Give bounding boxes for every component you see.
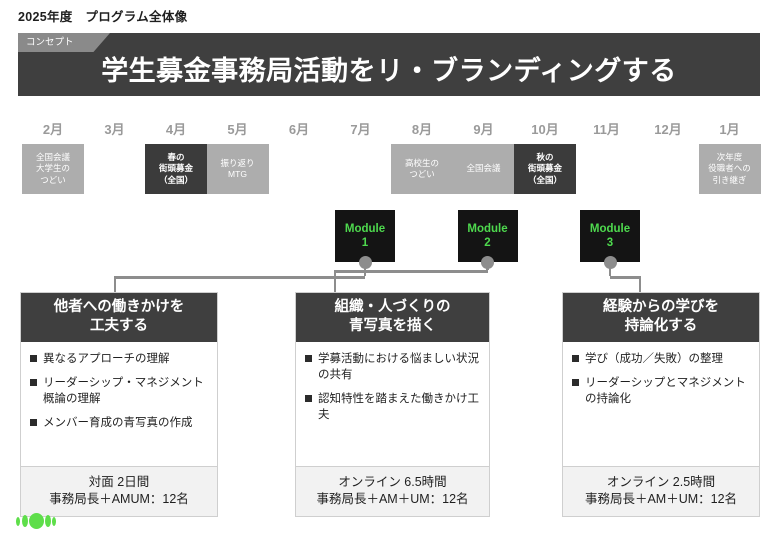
module-connector-knob-3: [603, 256, 617, 269]
module-label: Module: [467, 223, 508, 235]
program-card-3: 経験からの学びを持論化する学び（成功／失敗）の整理リーダーシップとマネジメントの…: [562, 292, 760, 517]
event-chip-2: 春の街頭募金（全国）: [145, 144, 207, 194]
card-bullet-item: リーダーシップ・マネジメント概論の理解: [30, 375, 209, 407]
bullet-square-icon: [30, 379, 37, 386]
card-footer-2: オンライン 6.5時間事務局長＋AM＋UM：12名: [296, 466, 489, 516]
card-bullet-item: 異なるアプローチの理解: [30, 351, 209, 367]
connector-drop-2: [486, 268, 489, 270]
card-bullet-list-3: 学び（成功／失敗）の整理リーダーシップとマネジメントの持論化: [563, 342, 759, 466]
module-label: Module: [344, 223, 386, 235]
bullet-text: 認知特性を踏まえた働きかけ工夫: [318, 393, 479, 421]
module-box-2: Module 2: [457, 210, 518, 262]
month-label-6: 7月: [350, 122, 371, 137]
brand-mark-icon: [16, 513, 56, 529]
event-chip-6: 秋の街頭募金（全国）: [514, 144, 576, 194]
month-label-1: 2月: [42, 122, 64, 137]
month-label-5: 6月: [288, 122, 310, 137]
bullet-square-icon: [305, 395, 312, 402]
bullet-text: リーダーシップ・マネジメント概論の理解: [43, 377, 204, 405]
card-footer-1: 対面 2日間事務局長＋AMUM：12名: [21, 466, 217, 516]
card-heading-1: 他者への働きかけを工夫する: [21, 293, 217, 342]
event-chip-1: 全国会議大学生のつどい: [22, 144, 84, 194]
bullet-square-icon: [30, 355, 37, 362]
concept-banner: 学生募金事務局活動をリ・ブランディングする コンセプト: [18, 33, 760, 96]
card-bullet-item: メンバー育成の青写真の作成: [30, 415, 209, 431]
card-bullet-list-1: 異なるアプローチの理解リーダーシップ・マネジメント概論の理解メンバー育成の青写真…: [21, 342, 217, 466]
program-card-2: 組織・人づくりの青写真を描く学募活動における悩ましい状況の共有認知特性を踏まえた…: [295, 292, 490, 517]
card-heading-3: 経験からの学びを持論化する: [563, 293, 759, 342]
card-bullet-item: 認知特性を踏まえた働きかけ工夫: [305, 391, 481, 423]
card-footer-3: オンライン 2.5時間事務局長＋AM＋UM：12名: [563, 466, 759, 516]
module-box-1: Module 1: [335, 210, 395, 262]
month-label-8: 9月: [473, 122, 494, 137]
month-label-2: 3月: [104, 122, 125, 137]
module-number: 3: [606, 237, 614, 249]
module-box-3: Module 3: [580, 210, 640, 262]
card-bullet-item: 学募活動における悩ましい状況の共有: [305, 351, 481, 383]
bullet-text: 学び（成功／失敗）の整理: [585, 353, 723, 365]
card-bullet-item: 学び（成功／失敗）の整理: [572, 351, 751, 367]
connector-entry-3: [638, 276, 642, 292]
module-connector-knob-1: [358, 256, 372, 269]
event-chip-7: 次年度役職者への引き継ぎ: [698, 144, 761, 194]
card-heading-2: 組織・人づくりの青写真を描く: [296, 293, 489, 342]
bullet-text: 学募活動における悩ましい状況の共有: [318, 353, 479, 381]
module-label: Module: [589, 223, 631, 235]
bullet-square-icon: [572, 355, 579, 362]
bullet-square-icon: [572, 379, 579, 386]
month-label-10: 11月: [593, 122, 620, 137]
program-card-1: 他者への働きかけを工夫する異なるアプローチの理解リーダーシップ・マネジメント概論…: [20, 292, 218, 517]
month-axis: 2月 3月 4月 5月 6月 7月 8月 9月 10月 11月 12月 1月: [0, 119, 779, 139]
bullet-square-icon: [30, 419, 37, 426]
month-label-12: 1月: [719, 122, 740, 137]
bullet-text: 異なるアプローチの理解: [43, 353, 170, 365]
module-number: 2: [484, 237, 491, 249]
month-label-3: 4月: [165, 122, 187, 137]
event-chip-4: 高校生のつどい: [391, 144, 453, 194]
bullet-text: リーダーシップとマネジメントの持論化: [585, 377, 746, 405]
month-label-4: 5月: [227, 122, 248, 137]
connector-entry-1: [113, 276, 117, 292]
page-title: 2025年度 プログラム全体像: [18, 10, 188, 24]
connector-bus-2: [335, 270, 488, 273]
month-label-9: 10月: [531, 122, 559, 137]
connector-entry-2: [333, 270, 337, 292]
connector-drop-3: [608, 268, 612, 276]
module-connector-knob-2: [481, 256, 494, 269]
connector-bus-3: [610, 276, 640, 279]
month-label-7: 8月: [411, 122, 433, 137]
event-chip-5: 全国会議: [452, 144, 515, 194]
module-number: 1: [361, 237, 369, 249]
card-bullet-list-2: 学募活動における悩ましい状況の共有認知特性を踏まえた働きかけ工夫: [296, 342, 489, 466]
month-label-11: 12月: [654, 122, 682, 137]
concept-title: 学生募金事務局活動をリ・ブランディングする: [101, 56, 677, 86]
card-bullet-item: リーダーシップとマネジメントの持論化: [572, 375, 751, 407]
concept-tag: コンセプト: [18, 33, 110, 52]
bullet-square-icon: [305, 355, 312, 362]
connector-bus-1: [115, 276, 365, 279]
bullet-text: メンバー育成の青写真の作成: [43, 417, 193, 429]
